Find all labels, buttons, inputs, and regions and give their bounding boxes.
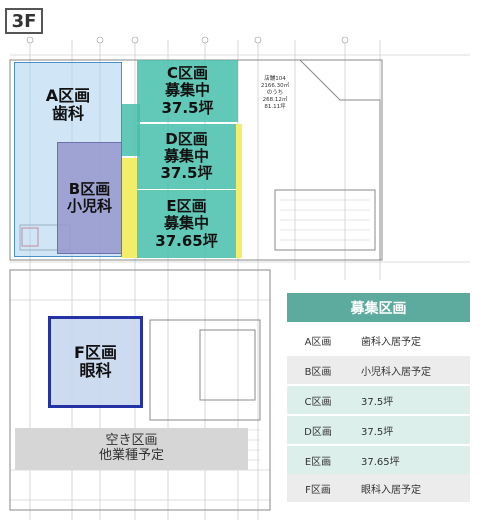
- zone-vacant-label: 空き区画 他業種予定: [98, 433, 164, 463]
- status-cell: 37.5坪: [361, 426, 394, 438]
- zone-d-label: D区画 募集中 37.5坪: [160, 129, 213, 183]
- table-row: F区画 眼科入居予定: [287, 474, 470, 502]
- status-cell: 37.5坪: [361, 396, 394, 408]
- zone-a-label: A区画 歯科: [45, 86, 91, 124]
- zone-b[interactable]: B区画 小児科: [57, 142, 122, 254]
- corridor-highlight: [236, 124, 242, 258]
- status-cell: 小児科入居予定: [361, 366, 431, 378]
- plan-note: 店舗104 2166.30㎡ のうち 268.12㎡ 81.11坪: [260, 76, 290, 110]
- table-row: E区画 37.65坪: [287, 446, 470, 474]
- status-cell: 37.65坪: [361, 456, 400, 468]
- zone-table-title: 募集区画: [287, 293, 470, 322]
- zone-cell: A区画: [304, 336, 332, 348]
- zone-c-label: C区画 募集中 37.5坪: [161, 64, 214, 117]
- zone-c[interactable]: C区画 募集中 37.5坪: [137, 60, 238, 122]
- status-cell: 眼科入居予定: [361, 484, 421, 496]
- table-row: A区画 歯科入居予定: [287, 326, 470, 354]
- zone-c-extension: [122, 104, 140, 156]
- zone-f[interactable]: F区画 眼科: [48, 316, 143, 408]
- zone-e[interactable]: E区画 募集中 37.65坪: [137, 190, 236, 258]
- zone-f-label: F区画 眼科: [74, 342, 117, 380]
- table-row: D区画 37.5坪: [287, 416, 470, 444]
- zone-d[interactable]: D区画 募集中 37.5坪: [137, 124, 236, 189]
- zone-cell: D区画: [304, 426, 332, 438]
- zone-table: 募集区画 A区画 歯科入居予定 B区画 小児科入居予定 C区画 37.5坪 D区…: [287, 293, 470, 502]
- zone-cell: C区画: [304, 396, 332, 408]
- zone-cell: E区画: [304, 456, 332, 468]
- zone-cell: F区画: [305, 484, 331, 496]
- zone-cell: B区画: [304, 366, 332, 378]
- zone-vacant[interactable]: 空き区画 他業種予定: [15, 428, 248, 470]
- zone-b-label: B区画 小児科: [66, 179, 112, 215]
- corridor-highlight: [122, 158, 137, 258]
- zone-e-label: E区画 募集中 37.65坪: [155, 197, 218, 250]
- floor-label: 3F: [5, 8, 43, 34]
- status-cell: 歯科入居予定: [361, 336, 421, 348]
- table-row: B区画 小児科入居予定: [287, 356, 470, 384]
- table-row: C区画 37.5坪: [287, 386, 470, 414]
